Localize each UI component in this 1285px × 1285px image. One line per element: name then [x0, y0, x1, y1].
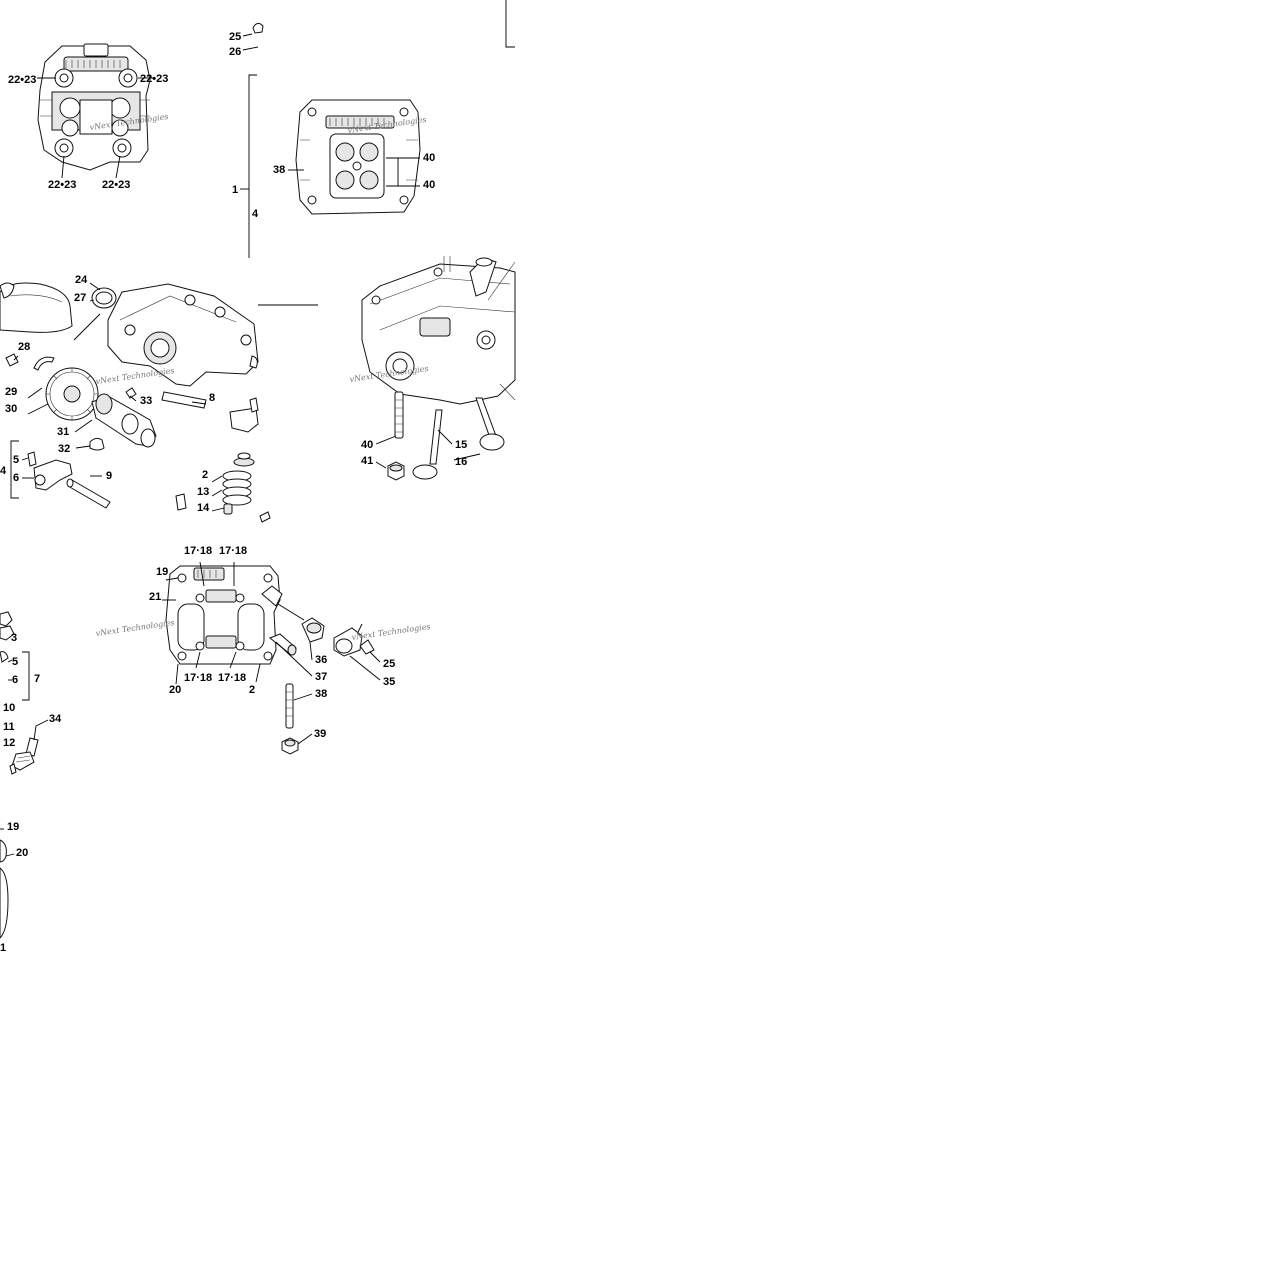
callout-label-c-22-23-br: 22•23 [102, 179, 130, 191]
callout-label-c-37: 37 [315, 671, 327, 683]
callout-label-c-24: 24 [75, 274, 88, 286]
callout-label-c-2a: 2 [202, 469, 208, 481]
callout-label-c-17-18-b2: 17·18 [218, 672, 246, 684]
callout-label-c-35: 35 [383, 676, 395, 688]
callout-label-c-28: 28 [18, 341, 30, 353]
callout-label-c-17-18-b1: 17·18 [184, 672, 212, 684]
callout-label-c-39: 39 [314, 728, 326, 740]
callout-label-c-32: 32 [58, 443, 70, 455]
callout-label-c-19b: 19 [7, 821, 19, 833]
callout-label-c-25a: 25 [229, 31, 241, 43]
callout-label-c-38a: 38 [273, 164, 285, 176]
callout-label-c-38b: 38 [315, 688, 327, 700]
callout-label-c-22-23-tl: 22•23 [8, 74, 36, 86]
callout-label-c-40a: 40 [423, 152, 435, 164]
callout-label-c-4b: 4 [0, 465, 7, 477]
callout-label-c-9: 9 [106, 470, 112, 482]
callout-label-c-29: 29 [5, 386, 17, 398]
callout-label-c-21a: 21 [149, 591, 161, 603]
callout-label-c-17-18-t2: 17·18 [219, 545, 247, 557]
callout-label-c-26a: 26 [229, 46, 241, 58]
frame-lines [10, 0, 515, 701]
callout-label-c-14: 14 [197, 502, 210, 514]
callout-label-c-34: 34 [49, 713, 62, 725]
cylinder-head-3d-view [361, 256, 516, 481]
lower-left-parts [0, 611, 49, 939]
callout-label-c-27: 27 [74, 292, 86, 304]
callout-label-c-19a: 19 [156, 566, 168, 578]
callout-label-c-2b: 2 [249, 684, 255, 696]
callout-label-c-20a: 20 [169, 684, 181, 696]
callout-label-c-40b: 40 [423, 179, 435, 191]
watermark-6: vNext Technologies [351, 622, 431, 642]
callout-label-c-6b: 6 [12, 674, 18, 686]
cylinder-head-bottom-view [288, 99, 421, 215]
callout-label-c-41: 41 [361, 455, 373, 467]
watermark-5: vNext Technologies [95, 618, 175, 638]
callout-label-c-8: 8 [209, 392, 215, 404]
callout-label-c-17-18-t1: 17·18 [184, 545, 212, 557]
callout-label-c-30: 30 [5, 403, 17, 415]
callout-label-c-22-23-bl: 22•23 [48, 179, 76, 191]
callout-label-c-5a: 5 [13, 454, 19, 466]
callout-label-c-5b: 5 [12, 656, 18, 668]
callout-label-c-33: 33 [140, 395, 152, 407]
callout-label-c-15: 15 [455, 439, 467, 451]
callout-label-c-25b: 25 [383, 658, 395, 670]
callout-label-c-20b: 20 [16, 847, 28, 859]
callout-label-c-12: 12 [3, 737, 15, 749]
callout-label-c-40c: 40 [361, 439, 373, 451]
callout-label-c-1b: 1 [0, 942, 6, 954]
callout-label-c-16: 16 [455, 456, 467, 468]
callout-label-c-10: 10 [3, 702, 15, 714]
callout-label-c-1: 1 [232, 184, 238, 196]
callout-label-c-4a: 4 [252, 208, 259, 220]
cylinder-head-top-view [37, 43, 154, 179]
sensor-parts-top [242, 22, 264, 51]
callout-label-c-36: 36 [315, 654, 327, 666]
callout-label-c-7: 7 [34, 673, 40, 685]
callout-label-c-11: 11 [3, 721, 15, 733]
camshaft-assembly [0, 282, 271, 523]
callout-label-c-13: 13 [197, 486, 209, 498]
watermark-3: vNext Technologies [95, 366, 175, 386]
callout-label-c-22-23-tr: 22•23 [140, 73, 168, 85]
callout-label-c-3: 3 [11, 632, 17, 644]
callout-label-c-31: 31 [57, 426, 69, 438]
callout-label-c-6a: 6 [13, 472, 19, 484]
cylinder-head-lower-view [162, 561, 381, 755]
